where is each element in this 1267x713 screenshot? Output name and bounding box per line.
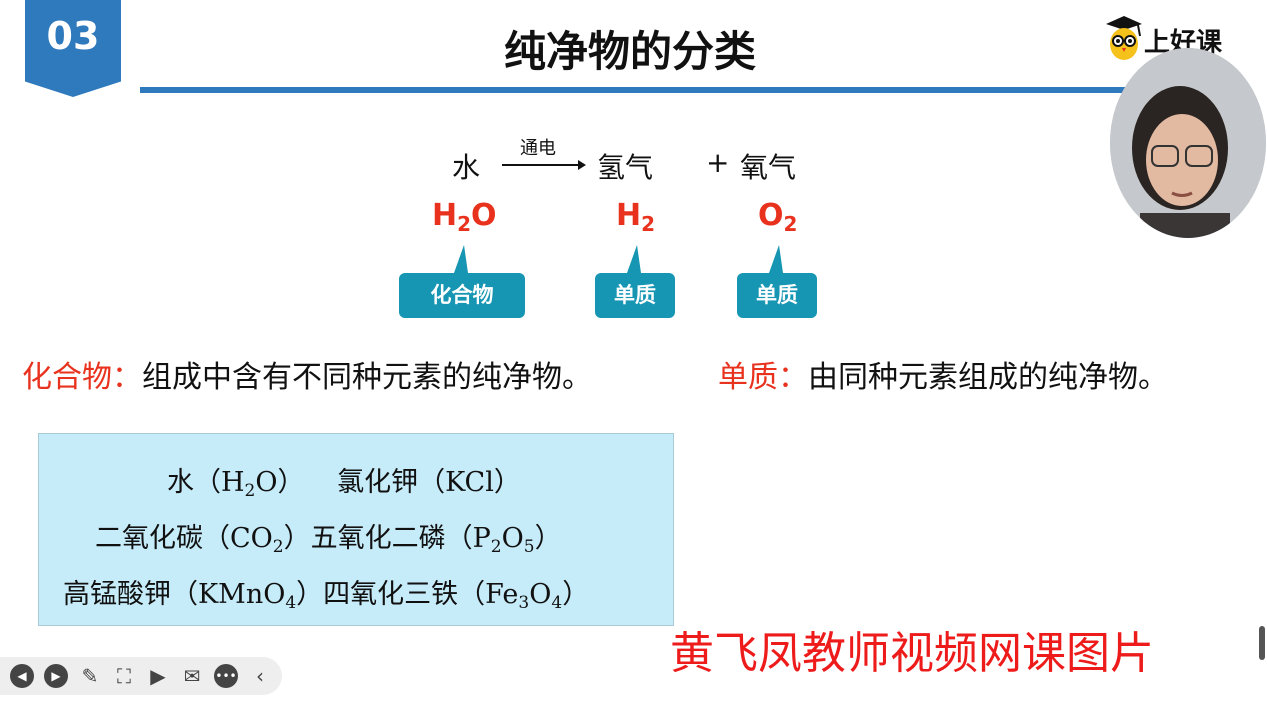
examples-box: 水（H2O） 氯化钾（KCl） 二氧化碳（CO2）五氧化二磷（P2O5） 高锰酸… bbox=[38, 433, 674, 626]
presenter-webcam-video bbox=[1110, 48, 1266, 238]
equation-product-oxygen: 氧气 bbox=[740, 151, 797, 184]
next-icon[interactable]: ▶ bbox=[44, 664, 68, 688]
formula-oxygen: O2 bbox=[758, 198, 798, 236]
presentation-toolbar: ◀ ▶ ✎ ⛶ ▶ ✉ ••• ‹ bbox=[0, 657, 282, 695]
title-underline bbox=[140, 87, 1140, 93]
watermark-text: 黄飞凤教师视频网课图片 bbox=[670, 628, 1154, 679]
definition-element-text: 由同种元素组成的纯净物。 bbox=[808, 360, 1168, 395]
collapse-icon[interactable]: ‹ bbox=[256, 664, 264, 688]
definition-compound-text: 组成中含有不同种元素的纯净物。 bbox=[142, 360, 592, 395]
camera-icon[interactable]: ▶ bbox=[150, 664, 166, 688]
definition-compound: 化合物：组成中含有不同种元素的纯净物。 bbox=[22, 352, 592, 396]
pen-icon[interactable]: ✎ bbox=[81, 664, 99, 688]
definition-element-label: 单质： bbox=[718, 360, 808, 395]
example-line-1: 水（H2O） 氯化钾（KCl） bbox=[167, 467, 521, 501]
example-line-2: 二氧化碳（CO2）五氧化二磷（P2O5） bbox=[95, 523, 562, 557]
tag-element-oxygen: 单质 bbox=[737, 245, 817, 318]
scrollbar-thumb[interactable] bbox=[1259, 626, 1265, 660]
page-title: 纯净物的分类 bbox=[503, 27, 756, 76]
equation-condition: 通电 bbox=[520, 138, 556, 159]
definition-compound-label: 化合物： bbox=[22, 360, 142, 395]
prev-icon[interactable]: ◀ bbox=[10, 664, 34, 688]
formula-water: H2O bbox=[432, 198, 497, 236]
section-number: 03 bbox=[46, 14, 100, 58]
tag-element-hydrogen: 单质 bbox=[595, 245, 675, 318]
brand-logo: 上好课 bbox=[1102, 14, 1242, 64]
comment-icon[interactable]: ✉ bbox=[183, 664, 201, 688]
owl-mascot-icon bbox=[1106, 16, 1142, 60]
reaction-arrow-icon bbox=[502, 160, 586, 170]
equation-product-hydrogen: 氢气 bbox=[597, 151, 654, 184]
presenter-avatar bbox=[1110, 48, 1266, 238]
equation-reactant: 水 bbox=[452, 151, 481, 184]
tag-compound: 化合物 bbox=[399, 245, 525, 318]
more-icon[interactable]: ••• bbox=[214, 664, 238, 688]
screenshot-icon[interactable]: ⛶ bbox=[117, 664, 131, 688]
section-number-badge: 03 bbox=[25, 0, 121, 97]
formula-hydrogen: H2 bbox=[616, 198, 656, 236]
definition-element: 单质：由同种元素组成的纯净物。 bbox=[718, 352, 1168, 396]
example-line-3: 高锰酸钾（KMnO4）四氧化三铁（Fe3O4） bbox=[63, 579, 590, 613]
equation-plus: + bbox=[706, 146, 730, 179]
